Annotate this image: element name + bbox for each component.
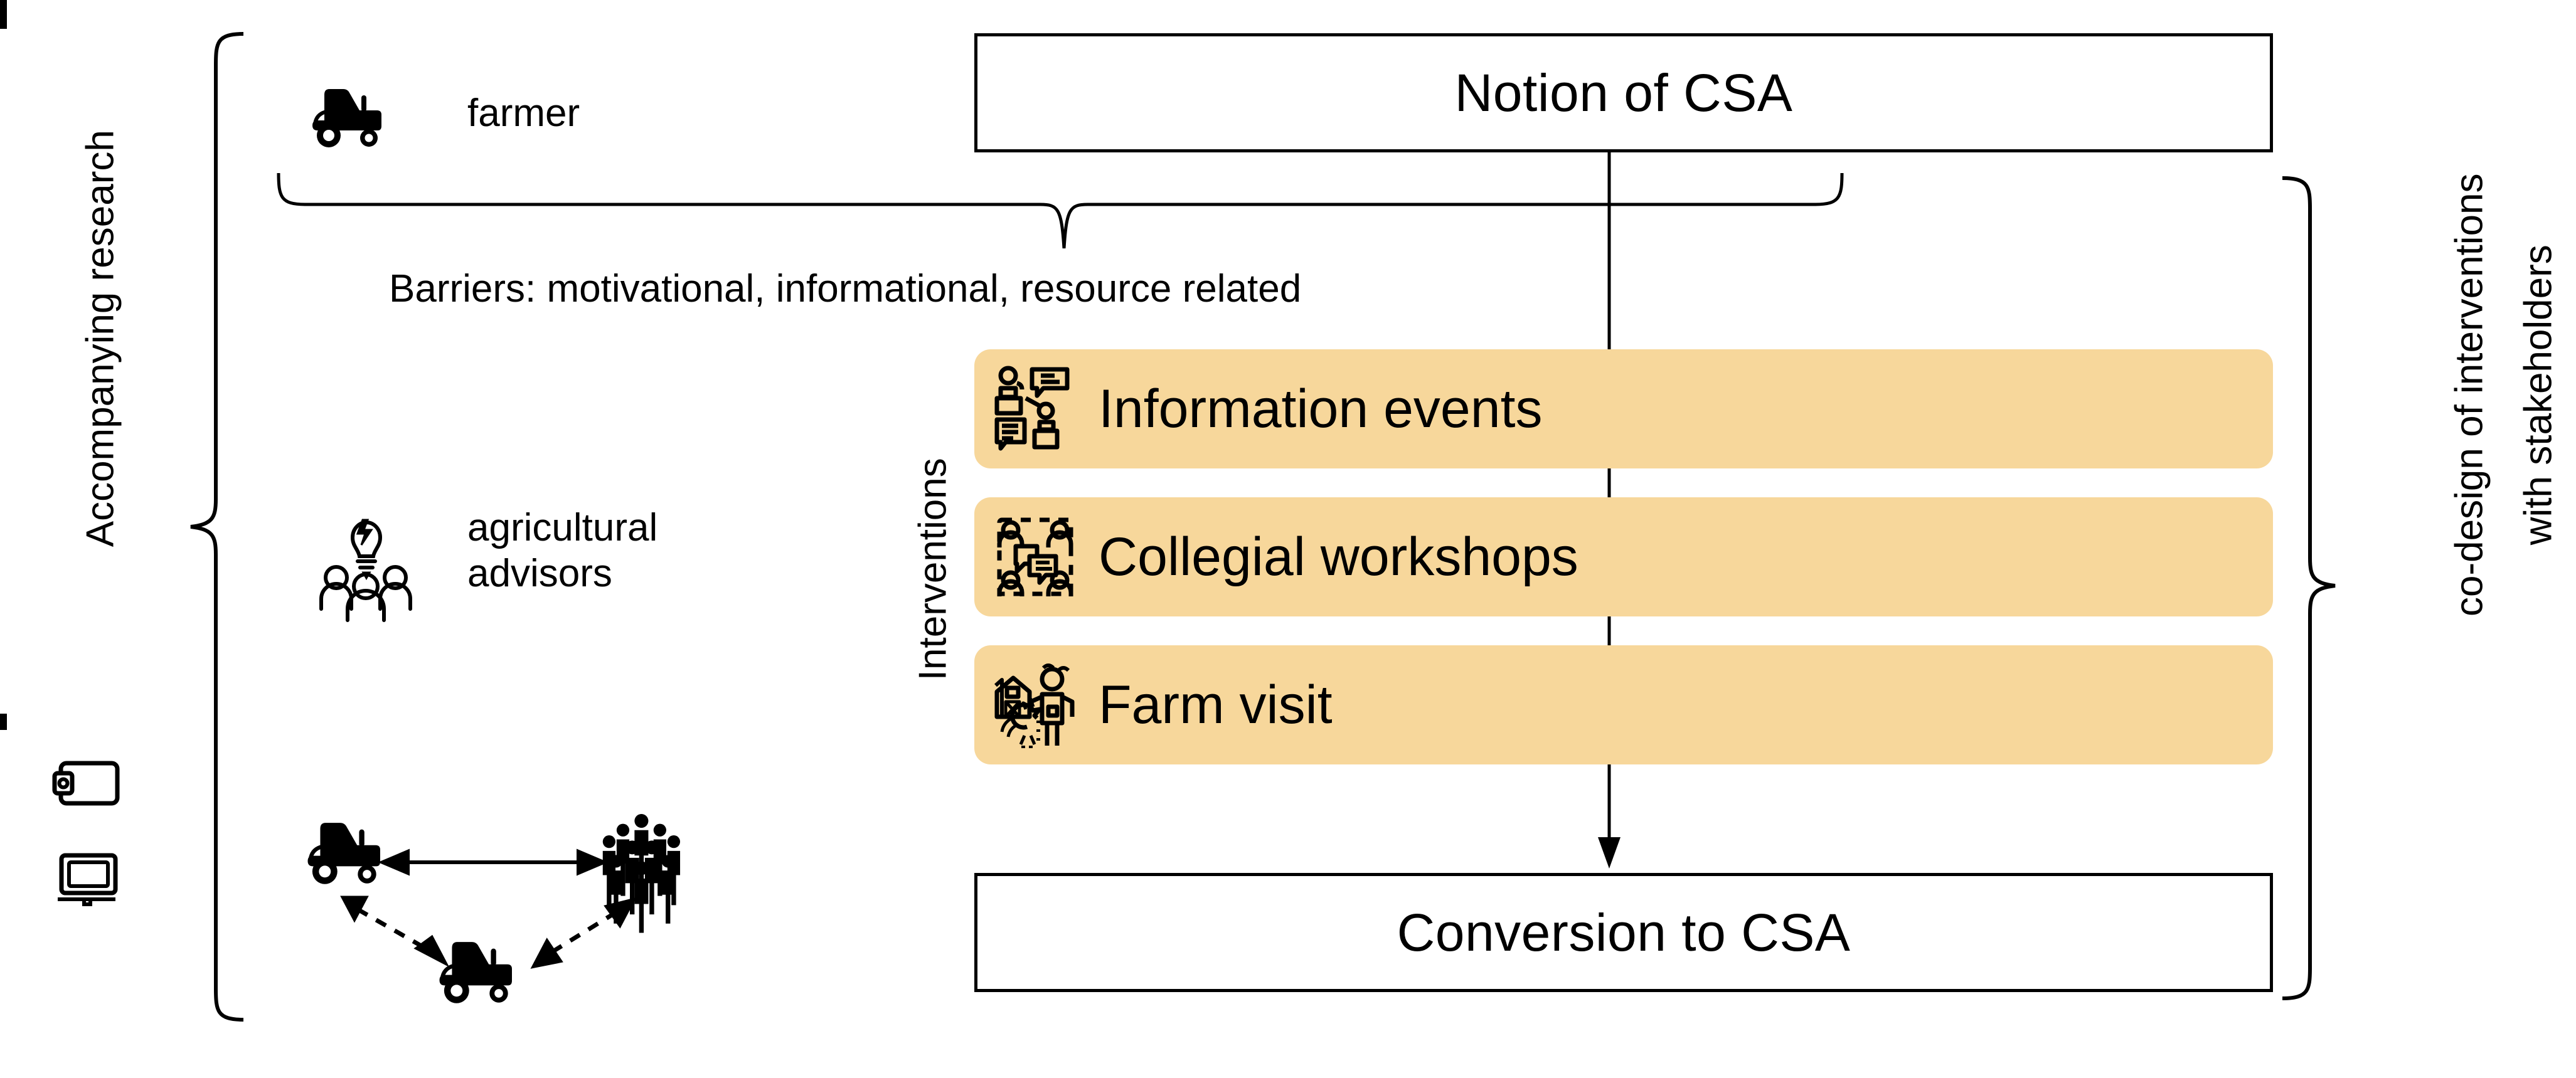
intervention-bar-collegial-workshops[interactable]: Collegial workshops (974, 497, 2273, 616)
conversion-to-csa-box: Conversion to CSA (974, 873, 2273, 992)
podium-presentation-icon (994, 366, 1070, 451)
barriers-brace (277, 172, 1844, 249)
crowd-people-icon (602, 814, 681, 933)
intervention-label: Farm visit (1099, 674, 1333, 735)
left-brace (190, 32, 244, 1022)
notion-of-csa-box: Notion of CSA (974, 33, 2273, 152)
advisors-label: agricultural advisors (467, 505, 657, 596)
tractor-icon (312, 89, 381, 147)
farmer-label: farmer (467, 92, 580, 135)
intervention-label: Information events (1099, 378, 1543, 439)
network-edge-dashed-right (530, 897, 637, 969)
intervention-bar-farm-visit[interactable]: Farm visit (974, 645, 2273, 764)
tractor-icon (307, 823, 380, 884)
advisors-label-line2: advisors (467, 552, 612, 596)
intervention-label: Collegial workshops (1099, 526, 1578, 587)
workshop-group-icon (997, 517, 1073, 596)
advisors-label-line1: agricultural (467, 506, 658, 549)
barn-farmer-chicken-icon (994, 663, 1075, 748)
clipboard-icon (52, 761, 120, 806)
right-brace (2282, 176, 2336, 1000)
page-edge-mark-bottom (0, 714, 7, 730)
network-edge-solid (378, 848, 609, 876)
stakeholder-network-diagram (307, 814, 681, 1003)
interventions-label: Interventions (911, 458, 955, 681)
accompanying-research-label: Accompanying research (78, 130, 122, 547)
tractor-icon (439, 942, 512, 1003)
intervention-bar-information-events[interactable]: Information events (974, 349, 2273, 468)
co-design-label-line2: with stakeholders (2516, 245, 2560, 546)
co-design-label-line1: co-design of interventions (2447, 173, 2491, 616)
lightbulb-people-icon (319, 519, 412, 622)
barriers-label: Barriers: motivational, informational, r… (389, 267, 1302, 310)
tablet-pen-icon (58, 853, 118, 906)
page-edge-mark-top (0, 0, 7, 29)
network-edge-dashed-left (340, 896, 450, 968)
